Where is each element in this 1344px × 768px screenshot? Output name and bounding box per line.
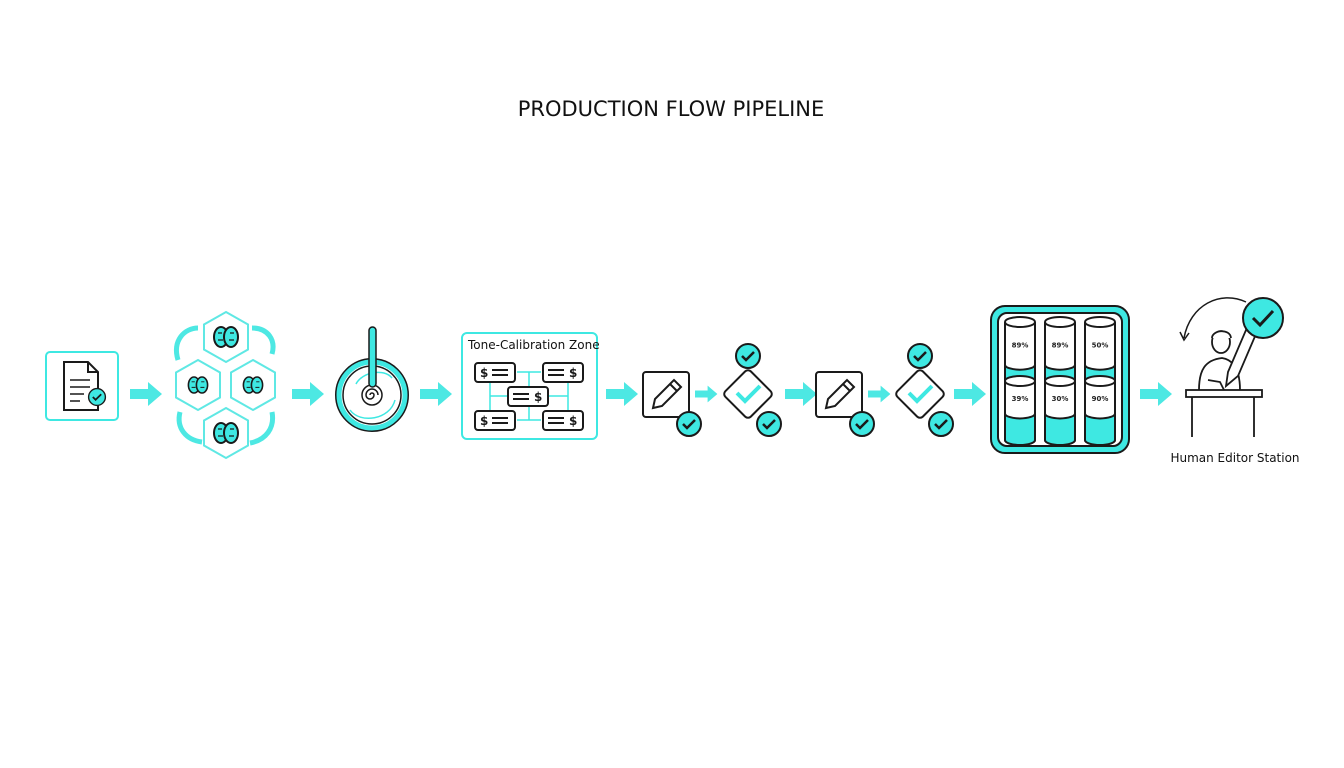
check-circle-icon xyxy=(755,410,783,438)
pencil-icon xyxy=(1224,328,1258,389)
storage-tanks-stage: 89% 89% 50% 39% 30% 90% xyxy=(990,305,1130,454)
pencil-icon xyxy=(824,378,856,410)
spiral-mixer-stage xyxy=(335,326,409,432)
brain-icon xyxy=(213,326,239,348)
tank-percent-label: 30% xyxy=(1052,395,1069,403)
diagram-title: PRODUCTION FLOW PIPELINE xyxy=(518,97,825,121)
check-icon xyxy=(735,384,762,404)
tank-fill-level xyxy=(1084,413,1116,446)
edit-stage-1 xyxy=(642,371,703,438)
approve-stage-2 xyxy=(895,342,955,438)
svg-text:$: $ xyxy=(480,414,488,428)
edit-stage-2 xyxy=(815,371,876,438)
return-arrow-icon xyxy=(1179,297,1247,342)
svg-text:$: $ xyxy=(480,366,488,380)
human-editor-label: Human Editor Station xyxy=(1170,451,1299,465)
svg-text:$: $ xyxy=(569,414,577,428)
dollar-list-icons: $ $ $ $ $ xyxy=(474,362,584,431)
tank-fill-level xyxy=(1004,413,1036,446)
dollar-list-icon: $ xyxy=(542,362,584,383)
flow-arrow xyxy=(420,382,452,406)
check-icon xyxy=(907,384,934,404)
check-circle-icon xyxy=(1242,297,1284,339)
svg-text:$: $ xyxy=(534,390,542,404)
tank-percent-label: 89% xyxy=(1052,341,1069,349)
connector-arrows xyxy=(489,371,569,421)
document-check-icon xyxy=(63,361,107,411)
pencil-icon xyxy=(651,378,683,410)
approve-stage-1 xyxy=(723,342,783,438)
tank-cylinder: 90% xyxy=(1084,375,1116,446)
flow-arrow xyxy=(130,382,162,406)
tank-cylinder: 30% xyxy=(1044,375,1076,446)
tank-percent-label: 39% xyxy=(1012,395,1029,403)
brain-icon xyxy=(187,376,209,394)
dollar-list-icon: $ xyxy=(474,362,516,383)
ai-brain-cluster-stage xyxy=(174,311,276,459)
tank-percent-label: 50% xyxy=(1092,341,1109,349)
tone-calibration-label: Tone-Calibration Zone xyxy=(467,338,600,352)
flow-arrow xyxy=(292,382,324,406)
spiral-icon xyxy=(361,384,383,406)
tank-percent-label: 89% xyxy=(1012,341,1029,349)
dollar-list-icon: $ xyxy=(507,386,549,407)
flow-arrow xyxy=(606,382,638,406)
dollar-list-icon: $ xyxy=(542,410,584,431)
check-circle-icon xyxy=(734,342,762,370)
flow-arrow xyxy=(1140,382,1172,406)
human-editor-station: Human Editor Station xyxy=(1170,297,1300,465)
rotation-arrows-icon xyxy=(174,325,276,446)
brain-icon xyxy=(213,422,239,444)
check-circle-icon xyxy=(906,342,934,370)
svg-text:$: $ xyxy=(569,366,577,380)
check-circle-icon xyxy=(675,410,703,438)
flow-arrow xyxy=(785,382,817,406)
document-check-stage xyxy=(45,351,119,421)
tank-cylinder: 39% xyxy=(1004,375,1036,446)
flow-arrow xyxy=(954,382,986,406)
check-circle-icon xyxy=(848,410,876,438)
flow-arrow xyxy=(695,385,718,403)
brain-icon xyxy=(242,376,264,394)
tone-calibration-zone: Tone-Calibration Zone $ $ $ $ $ xyxy=(461,332,600,440)
dollar-list-icon: $ xyxy=(474,410,516,431)
tank-percent-label: 90% xyxy=(1092,395,1109,403)
check-circle-icon xyxy=(927,410,955,438)
tank-fill-level xyxy=(1044,413,1076,446)
flow-arrow xyxy=(868,385,891,403)
